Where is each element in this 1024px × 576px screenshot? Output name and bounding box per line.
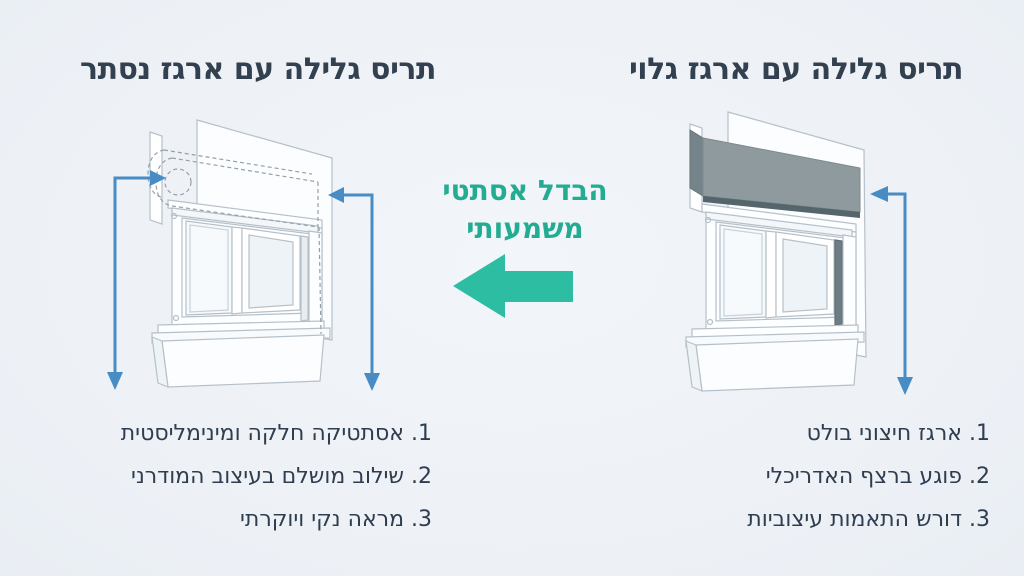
- roller-tube-outline: [164, 168, 192, 196]
- center-difference-label: הבדל אסתטי משמעותי: [420, 172, 630, 248]
- list-item: 3. דורש התאמות עיצוביות: [747, 507, 990, 532]
- window-visible-box-illustration: [685, 111, 913, 395]
- window-hidden-box-illustration: [107, 119, 380, 391]
- hidden-shutter-box-outline: [147, 149, 322, 335]
- right-panel-feature-list: 1. ארגז חיצוני בולט 2. פוגע ברצף האדריכל…: [747, 412, 990, 541]
- center-label-line2: משמעותי: [466, 212, 584, 245]
- list-item: 1. ארגז חיצוני בולט: [806, 421, 990, 446]
- measure-arrow-right-icon: [870, 186, 913, 395]
- measure-arrow-left-icon: [107, 170, 166, 390]
- teal-arrow-left-icon: [453, 254, 573, 318]
- exposed-shutter-box: [689, 129, 861, 218]
- list-item: 2. פוגע ברצף האדריכלי: [765, 464, 990, 489]
- window-line-art: [149, 119, 333, 388]
- right-panel-title: תריס גלילה עם ארגז גלוי: [628, 52, 964, 87]
- list-item: 1. אסתטיקה חלקה ומינימליסטית: [120, 421, 432, 446]
- center-label-line1: הבדל אסתטי: [442, 174, 608, 207]
- left-panel-title: תריס גלילה עם ארגז נסתר: [80, 52, 436, 87]
- measure-arrow-right-icon: [328, 187, 380, 391]
- list-item: 3. מראה נקי ויוקרתי: [239, 507, 432, 532]
- left-panel-feature-list: 1. אסתטיקה חלקה ומינימליסטית 2. שילוב מו…: [121, 412, 432, 541]
- list-item: 2. שילוב מושלם בעיצוב המודרני: [131, 464, 432, 489]
